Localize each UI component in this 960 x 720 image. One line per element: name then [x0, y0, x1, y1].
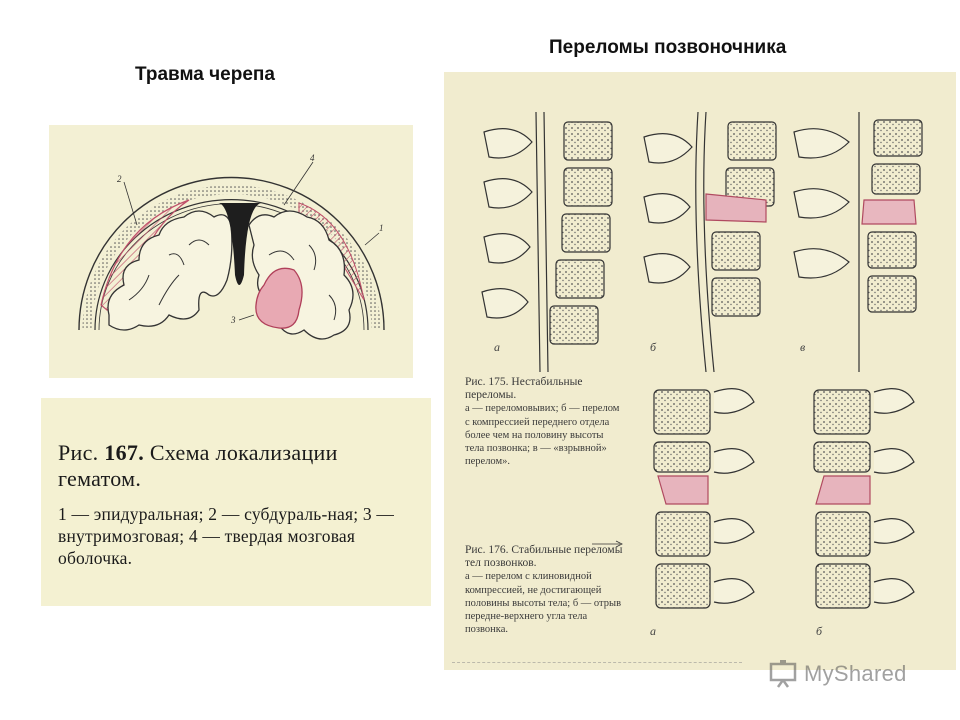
figure-176-caption: Рис. 176. Стабильные переломы тел позвон… [465, 544, 625, 636]
skull-trauma-heading: Травма черепа [135, 64, 275, 85]
figure-167-legend: 1 — эпидуральная; 2 — субдураль-ная; 3 —… [58, 504, 395, 568]
falx [219, 203, 261, 285]
skull-hematoma-figure: 2 4 1 3 [49, 125, 413, 378]
letter-b-bottom: б [816, 624, 823, 638]
spine-a [481, 111, 613, 373]
spine-176b [813, 388, 915, 609]
label-4: 4 [310, 153, 315, 163]
page-edge-line [452, 662, 742, 671]
letter-c-top: в [800, 340, 806, 354]
spine-c [793, 112, 923, 372]
intracerebral-hematoma [255, 267, 303, 329]
figure-167-title: Рис. 167. Схема локализации гематом. [58, 440, 418, 492]
fig-number: 167. [104, 440, 144, 465]
fig-title-text: Схема локализации гематом. [58, 440, 338, 491]
spine-b [643, 111, 777, 373]
figure-167-caption-panel [41, 398, 431, 606]
figure-176-legend: а — перелом с клиновидной компрессией, н… [465, 571, 622, 636]
watermark: MyShared [768, 657, 907, 691]
spine-176a [653, 388, 755, 609]
letter-b-top: б [650, 340, 657, 354]
letter-a-top: а [494, 340, 500, 354]
letter-a-bottom: а [650, 624, 656, 638]
spine-drawing [481, 111, 923, 609]
figure-175-title: Рис. 175. Нестабильные переломы. [465, 376, 583, 402]
label-3: 3 [230, 315, 236, 325]
label-2: 2 [117, 174, 122, 184]
label-1: 1 [379, 223, 384, 233]
presentation-icon [769, 660, 797, 688]
figure-175-legend: а — переломовывих; б — перелом с компрес… [465, 403, 620, 468]
figure-175-caption: Рис. 175. Нестабильные переломы. а — пер… [465, 376, 625, 468]
spine-fractures-heading: Переломы позвоночника [549, 37, 787, 58]
fig-prefix: Рис. [58, 440, 99, 465]
watermark-text: MyShared [804, 661, 907, 686]
figure-176-title: Рис. 176. Стабильные переломы тел позвон… [465, 544, 623, 570]
skull-drawing: 2 4 1 3 [78, 153, 385, 340]
spine-fractures-figure [444, 72, 956, 670]
